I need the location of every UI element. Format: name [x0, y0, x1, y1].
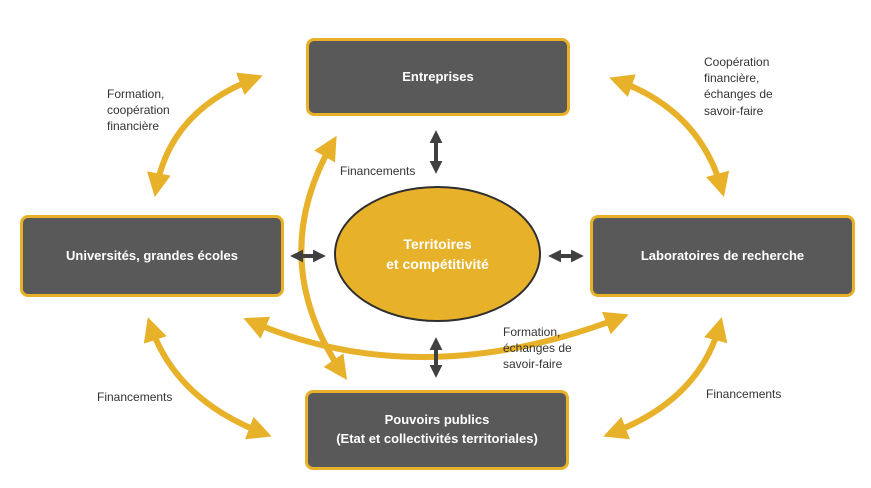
node-pouvoirs-publics: Pouvoirs publics (Etat et collectivités … — [305, 390, 569, 470]
label-financements-right: Financements — [706, 386, 781, 402]
node-laboratoires: Laboratoires de recherche — [590, 215, 855, 297]
node-entreprises-label: Entreprises — [402, 68, 474, 84]
node-universites: Universités, grandes écoles — [20, 215, 284, 297]
node-pouvoirs-line1: Pouvoirs publics — [384, 412, 490, 428]
label-formation-cooperation: Formation, coopération financière — [107, 86, 170, 135]
center-line1: Territoires — [403, 235, 472, 252]
label-line: savoir-faire — [503, 357, 563, 372]
label-line: échanges de — [704, 87, 773, 102]
label-line: Formation, — [107, 87, 165, 101]
label-line: Coopération — [704, 55, 770, 69]
node-universites-label: Universités, grandes écoles — [66, 247, 238, 263]
arrow-universites-pouvoirs — [143, 317, 272, 440]
label-line: coopération — [107, 103, 170, 118]
arrow-entreprises-laboratoires — [609, 74, 730, 197]
label-line: échanges de — [503, 341, 572, 356]
label-financements-left: Financements — [97, 389, 172, 405]
arrow-laboratoires-pouvoirs — [603, 317, 728, 440]
center-line2: et compétitivité — [386, 256, 489, 272]
node-laboratoires-label: Laboratoires de recherche — [640, 247, 805, 263]
label-line: Financements — [706, 387, 782, 401]
label-formation-echanges: Formation, échanges de savoir-faire — [503, 324, 572, 373]
label-cooperation-financiere: Coopération financière, échanges de savo… — [704, 54, 773, 119]
arrow-universites-entreprises — [147, 72, 263, 198]
center-ellipse: Territoires et compétitivité — [334, 186, 541, 322]
label-line: Formation, — [503, 325, 561, 339]
label-line: financière — [107, 119, 160, 134]
label-financements-top: Financements — [340, 163, 415, 179]
label-line: savoir-faire — [704, 103, 764, 118]
node-pouvoirs-line2: (Etat et collectivités territoriales) — [336, 431, 538, 446]
label-line: Financements — [340, 164, 416, 178]
node-entreprises: Entreprises — [306, 38, 570, 116]
label-line: financière, — [704, 71, 760, 86]
label-line: Financements — [97, 390, 173, 404]
arrow-universites-laboratoires — [243, 311, 629, 360]
